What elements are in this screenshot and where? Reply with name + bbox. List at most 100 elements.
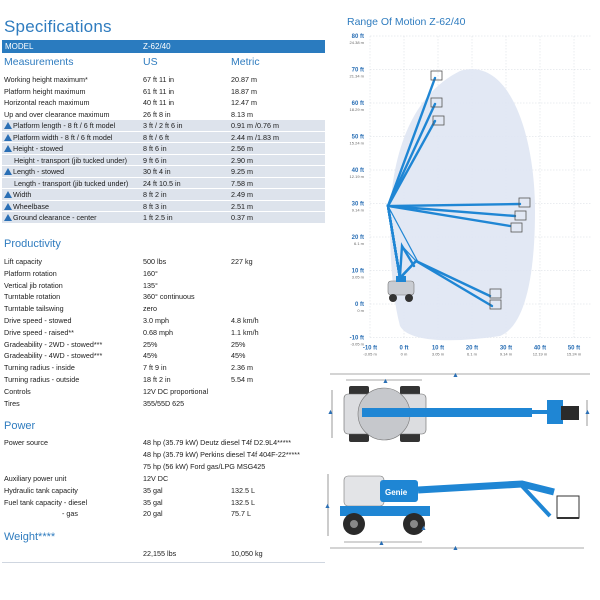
spec-us: 135° <box>143 280 158 290</box>
measurement-metric: 2.49 m <box>231 190 253 199</box>
warning-triangle-icon <box>4 168 12 175</box>
y-tick-m: 15.24 m <box>350 141 365 146</box>
measurement-label: Length - transport (jib tucked under) <box>14 178 129 188</box>
measurement-label: Ground clearance - center <box>4 212 97 224</box>
spec-row: Gradeability - 2WD - stowed***25%25% <box>2 339 325 351</box>
measurement-metric: 2.56 m <box>231 144 253 153</box>
y-tick-ft: 20 ft <box>352 235 364 241</box>
spec-metric: 4.8 km/h <box>231 315 259 325</box>
marker-top-sub: ▲ <box>382 378 389 385</box>
y-tick-m: -3.05 m <box>350 342 364 347</box>
spec-row: Auxiliary power unit 12V DC <box>2 473 325 485</box>
spec-us: 12V DC <box>143 474 169 483</box>
measurement-metric: 2.44 m /1.83 m <box>231 132 279 142</box>
measurement-us: 8 ft 2 in <box>143 190 167 199</box>
spec-metric: 45% <box>231 351 246 361</box>
weight-us: 22,155 lbs <box>143 549 177 558</box>
power-source-row: Power source 48 hp (35.79 kW) Deutz dies… <box>2 437 325 449</box>
spec-label: Turntable rotation <box>4 292 61 302</box>
weight-row: 22,155 lbs 10,050 kg <box>2 548 325 560</box>
top-view-diagram: ▲ ▲ ▲ ▲ <box>327 372 591 442</box>
y-tick-m: 9.14 m <box>352 208 365 213</box>
spec-label: Turning radius - inside <box>4 363 75 373</box>
spec-metric: 132.5 L <box>231 497 255 507</box>
measurement-metric: 2.90 m <box>231 155 253 165</box>
y-tick-m: 18.29 m <box>350 107 365 112</box>
spec-us: 20 gal <box>143 509 163 519</box>
marker-side-length: ▲ <box>452 545 459 550</box>
weight-table: 22,155 lbs 10,050 kg <box>2 548 325 560</box>
measurement-us: 8 ft 3 in <box>143 201 167 211</box>
spec-us: 360° continuous <box>143 292 195 302</box>
measurement-label: Platform width - 8 ft / 6 ft model <box>4 132 112 144</box>
spec-label: Controls <box>4 386 31 396</box>
spec-label: Gradeability - 4WD - stowed*** <box>4 351 103 361</box>
warning-triangle-icon <box>4 214 12 221</box>
spec-us: 7 ft 9 in <box>143 363 167 373</box>
spec-metric: 25% <box>231 339 246 349</box>
power-source-line-1: 48 hp (35.79 kW) Deutz diesel T4f D2.9L4… <box>143 438 292 447</box>
measurement-label: Length - stowed <box>4 166 64 178</box>
weight-divider <box>2 562 325 563</box>
spec-metric: 132.5 L <box>231 485 255 495</box>
y-tick-ft: 80 ft <box>352 34 364 40</box>
measurement-us: 26 ft 8 in <box>143 109 171 119</box>
side-view-diagram: Genie ▲ ▲ ▲ ▲ <box>324 474 584 550</box>
warning-triangle-icon <box>4 133 12 141</box>
spec-metric: 2.36 m <box>231 363 253 373</box>
y-tick-ft: 40 ft <box>352 168 364 174</box>
power-source-row-3: 75 hp (56 kW) Ford gas/LPG MSG425 <box>2 461 325 473</box>
x-tick-m: 12.19 m <box>533 352 548 357</box>
spec-label: Turntable tailswing <box>4 304 64 314</box>
marker-top-left: ▲ <box>327 409 334 416</box>
page-title: Specifications <box>4 17 112 36</box>
spec-us: 25% <box>143 339 158 349</box>
measurement-us: 40 ft 11 in <box>143 98 175 107</box>
y-tick-ft: 30 ft <box>352 202 364 208</box>
x-tick-m: 6.1 m <box>467 352 478 357</box>
spec-row: Gradeability - 4WD - stowed***45%45% <box>2 350 325 362</box>
power-heading: Power <box>4 420 36 432</box>
spec-label: Drive speed - raised** <box>4 327 74 337</box>
spec-us: 355/55D 625 <box>143 398 185 408</box>
spec-us: zero <box>143 304 157 314</box>
weight-heading: Weight**** <box>4 531 56 543</box>
y-tick-m: 24.38 m <box>350 40 365 45</box>
spec-us: 18 ft 2 in <box>143 374 171 384</box>
measurement-label: Horizontal reach maximum <box>4 98 90 107</box>
spec-label: Hydraulic tank capacity <box>4 485 78 495</box>
measurement-us: 8 ft / 6 ft <box>143 132 169 142</box>
x-tick-ft: 30 ft <box>500 346 512 352</box>
measurement-metric: 20.87 m <box>231 75 257 84</box>
power-detail-table: Auxiliary power unit 12V DC Hydraulic tank… <box>2 473 325 520</box>
spec-row: Turning radius - inside 7 ft 9 in 2.36 m <box>2 362 325 374</box>
spec-label: Auxiliary power unit <box>4 474 67 483</box>
measurement-label: Width <box>4 189 31 201</box>
y-tick-m: 21.34 m <box>350 74 365 79</box>
weight-metric: 10,050 kg <box>231 549 263 558</box>
brand-logo: Genie <box>385 488 408 497</box>
spec-label: Platform rotation <box>4 268 57 278</box>
measurement-us: 8 ft 6 in <box>143 144 167 153</box>
y-tick-ft: -10 ft <box>350 336 364 342</box>
marker-side-clearance: ▲ <box>420 525 427 532</box>
spec-us: 500 lbs <box>143 257 167 266</box>
measurement-row: Height - transport (jib tucked under)9 f… <box>2 154 325 166</box>
spec-metric: 75.7 L <box>231 509 251 519</box>
measurements-heading: Measurements <box>4 56 74 68</box>
